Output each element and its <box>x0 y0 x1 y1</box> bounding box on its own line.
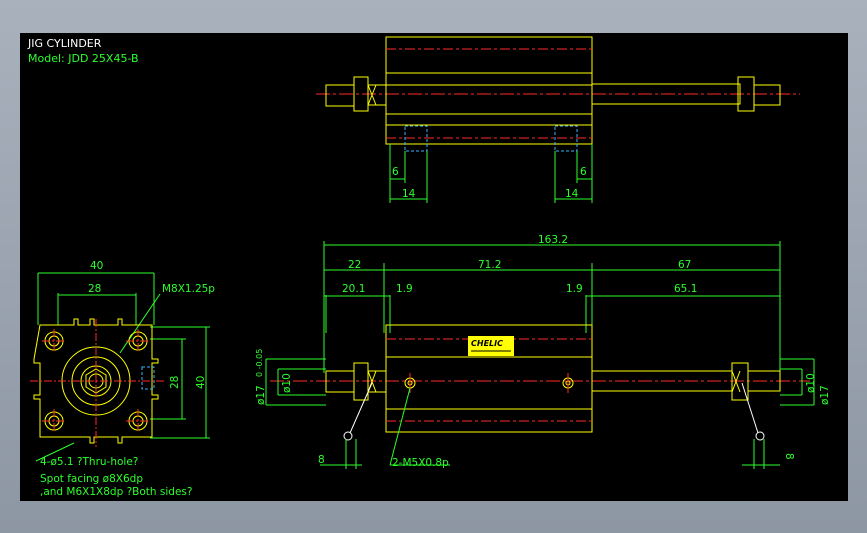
top-right-rod <box>591 83 741 105</box>
end-view: 40 28 M8X1.25p 28 40 <box>30 260 215 498</box>
dim-dia-right-outer: ø17 <box>819 385 831 405</box>
dim-top-6-left: 6 <box>392 166 399 178</box>
side-right-rod-end <box>747 370 781 392</box>
note-spot-facing: Spot facing ø8X6dp <box>40 473 143 485</box>
side-view: 163.2 22 71.2 67 20.1 1.9 1.9 65.1 CHELI… <box>255 234 831 469</box>
side-body-band <box>385 356 593 410</box>
dim-sub3: 1.9 <box>566 283 583 295</box>
end-plate-outline <box>33 318 159 444</box>
dim-bottom-left: 8 <box>318 454 325 466</box>
cad-drawing: JIG CYLINDER Model: JDD 25X45-B <box>27 36 831 498</box>
dim-dia-left-outer: ø17 <box>255 385 267 405</box>
dim-tol-left: 0 -0.05 <box>255 349 264 377</box>
dim-top-6-right: 6 <box>580 166 587 178</box>
top-right-rod-end <box>753 84 781 106</box>
drawing-canvas: JIG CYLINDER Model: JDD 25X45-B <box>20 33 848 501</box>
symbol-right <box>755 431 765 441</box>
note-thread: ,and M6X1X8dp ?Both sides? <box>40 486 192 498</box>
drawing-title: JIG CYLINDER <box>27 37 102 50</box>
dim-seg3: 67 <box>678 259 691 271</box>
dim-end-width-outer: 40 <box>90 260 103 272</box>
dim-top-14-right: 14 <box>565 188 579 200</box>
thread-label: M8X1.25p <box>162 283 215 295</box>
model-label: Model: JDD 25X45-B <box>28 52 139 65</box>
dim-sub4: 65.1 <box>674 283 697 295</box>
top-body-flange <box>385 72 593 126</box>
top-hidden-slot-left <box>404 125 428 152</box>
top-body-outline <box>385 36 593 145</box>
dim-sub2: 1.9 <box>396 283 413 295</box>
dim-end-width-inner: 28 <box>88 283 101 295</box>
dim-top-14-left: 14 <box>402 188 416 200</box>
dim-overall: 163.2 <box>538 234 568 246</box>
dim-seg1: 22 <box>348 259 361 271</box>
symbol-left <box>343 431 353 441</box>
dim-end-height-inner: 28 <box>169 376 181 389</box>
brand-plate-text: CHELIC <box>471 339 503 348</box>
top-left-rod-end <box>325 84 355 107</box>
dim-bottom-right: 8 <box>783 453 795 460</box>
dim-seg2: 71.2 <box>478 259 501 271</box>
dim-dia-left-inner: ø10 <box>281 373 293 393</box>
dim-end-height-outer: 40 <box>195 376 207 389</box>
top-view: 6 14 6 14 <box>316 36 800 203</box>
dim-sub1: 20.1 <box>342 283 365 295</box>
ports-label: 2-M5X0.8p <box>392 457 449 469</box>
dim-dia-right-inner: ø10 <box>805 373 817 393</box>
note-holes: 4-ø5.1 ?Thru-hole? <box>40 456 138 468</box>
top-hidden-slot-right <box>554 125 578 152</box>
